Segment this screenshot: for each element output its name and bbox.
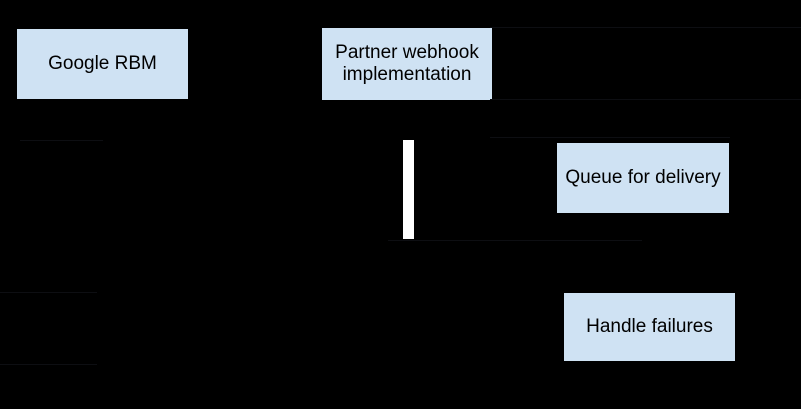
node-partner-webhook-implementation: Partner webhook implementation <box>322 28 492 100</box>
node-handle-failures: Handle failures <box>564 293 735 361</box>
faint-connector-line <box>0 292 97 293</box>
faint-connector-line <box>490 137 730 138</box>
node-google-rbm: Google RBM <box>17 29 188 99</box>
faint-connector-line <box>0 364 97 365</box>
faint-connector-line <box>490 27 801 28</box>
activation-bar <box>403 140 414 239</box>
faint-connector-line <box>490 99 801 100</box>
node-queue-for-delivery: Queue for delivery <box>557 143 729 213</box>
faint-connector-line <box>20 140 103 141</box>
faint-connector-line <box>388 240 642 241</box>
